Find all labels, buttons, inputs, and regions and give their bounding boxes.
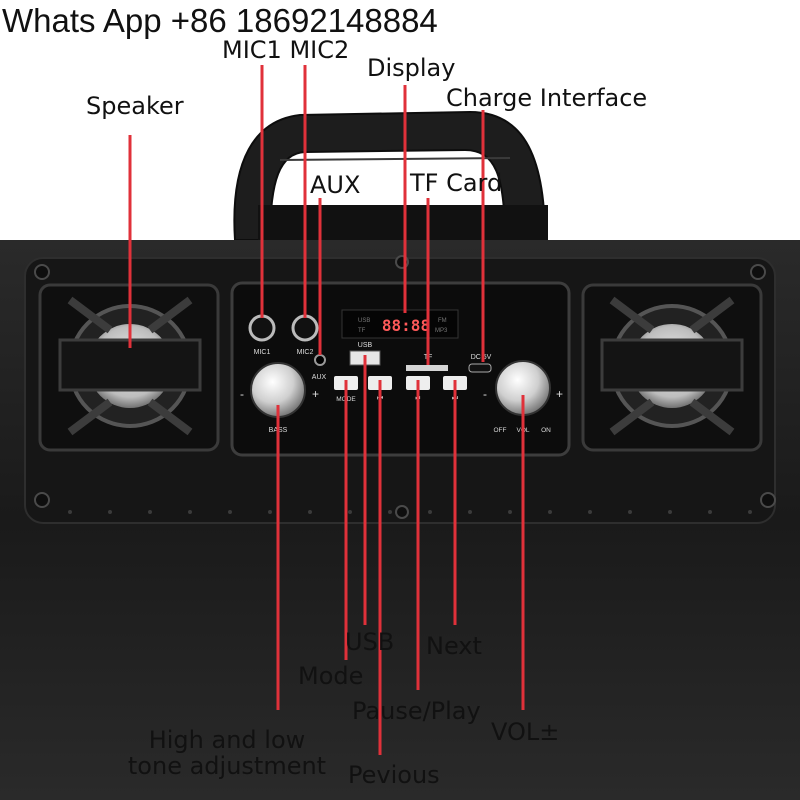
label-aux: AUX — [310, 171, 361, 199]
dc-port[interactable] — [468, 363, 492, 373]
bass-minus: - — [240, 387, 244, 401]
label-mic1-mic2: MIC1 MIC2 — [222, 36, 350, 64]
display-tf: TF — [358, 328, 366, 334]
label-mode: Mode — [298, 662, 364, 690]
aux-jack[interactable] — [314, 354, 326, 366]
display-usb: USB — [358, 318, 370, 324]
panel-on: ON — [541, 427, 551, 434]
display-digits: 88:88 — [382, 316, 430, 335]
control-panel: MIC1 MIC2 AUX USB TF FM MP3 88:88 USB TF… — [230, 281, 571, 457]
label-next: Next — [426, 632, 482, 660]
display-screen — [341, 309, 459, 339]
right-speaker — [581, 283, 763, 452]
label-high-low-tone: High and low tone adjustment — [127, 726, 327, 781]
label-display: Display — [367, 54, 456, 82]
panel-mic2: MIC2 — [297, 349, 314, 356]
panel-dc: DC 5V — [471, 354, 492, 361]
contact-text: Whats App +86 18692148884 — [2, 2, 438, 39]
bass-plus: + — [312, 387, 319, 401]
label-tf-card: TF Card — [410, 169, 503, 197]
mic2-jack[interactable] — [291, 314, 319, 342]
tf-slot[interactable] — [406, 365, 448, 371]
left-speaker — [38, 283, 220, 452]
display-mp3: MP3 — [435, 328, 448, 334]
panel-off: OFF — [494, 427, 507, 434]
label-previous: Pevious — [348, 761, 440, 789]
panel-aux: AUX — [312, 374, 327, 381]
callout-lines — [128, 65, 525, 755]
label-vol: VOL± — [491, 718, 560, 746]
vol-plus: + — [556, 387, 563, 401]
vol-minus: - — [483, 387, 487, 401]
label-pause-play: Pause/Play — [352, 697, 481, 725]
mic1-jack[interactable] — [248, 314, 276, 342]
panel-usb: USB — [358, 342, 373, 349]
label-speaker: Speaker — [86, 92, 184, 120]
label-charge-interface: Charge Interface — [446, 84, 648, 112]
panel-mic1: MIC1 — [254, 349, 271, 356]
display-fm: FM — [438, 318, 447, 324]
label-usb: USB — [345, 628, 395, 656]
